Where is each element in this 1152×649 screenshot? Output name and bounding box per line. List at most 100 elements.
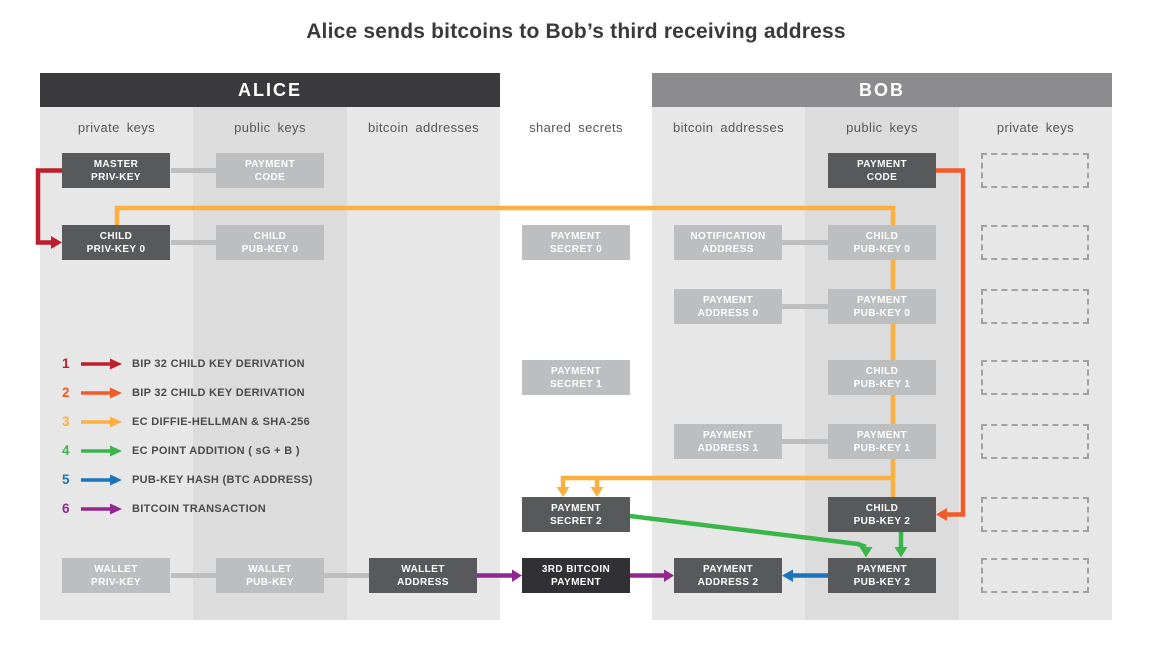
box-label: PAYMENT <box>856 294 908 306</box>
alice-column-label-bitcoin-addresses: bitcoin addresses <box>368 120 479 135</box>
box-label: PUB-KEY 1 <box>853 378 911 390</box>
dashed-private-key-placeholder <box>981 289 1089 324</box>
diagram-title: Alice sends bitcoins to Bob’s third rece… <box>306 20 846 43</box>
box-label: CHILD <box>99 230 133 242</box>
box-label: ADDRESS <box>397 576 449 588</box>
legend-label: BIP 32 CHILD KEY DERIVATION <box>132 386 305 399</box>
legend-item-2: 2 BIP 32 CHILD KEY DERIVATION <box>62 378 313 407</box>
box-label: 3RD BITCOIN <box>541 563 611 575</box>
legend: 1 BIP 32 CHILD KEY DERIVATION 2 BIP 32 C… <box>62 349 313 523</box>
bob-column-bg-private-keys <box>959 107 1112 620</box>
box-label: PAYMENT <box>550 230 602 242</box>
arrow-4-ec-point-addition <box>629 513 908 558</box>
box-label: SECRET 2 <box>549 515 603 527</box>
legend-item-1: 1 BIP 32 CHILD KEY DERIVATION <box>62 349 313 378</box>
dashed-private-key-placeholder <box>981 153 1089 188</box>
legend-label: BIP 32 CHILD KEY DERIVATION <box>132 357 305 370</box>
legend-item-3: 3 EC DIFFIE-HELLMAN & SHA-256 <box>62 407 313 436</box>
legend-number: 3 <box>62 414 70 429</box>
legend-label: BITCOIN TRANSACTION <box>132 502 267 515</box>
box-label: PUB-KEY 2 <box>853 515 911 527</box>
dashed-private-key-placeholder <box>981 497 1089 532</box>
legend-arrow-icon <box>80 358 122 370</box>
box-label: ADDRESS <box>702 243 754 255</box>
alice-column-bg-bitcoin-addresses <box>347 107 500 620</box>
box-label: CHILD <box>253 230 287 242</box>
dashed-private-key-placeholder <box>981 360 1089 395</box>
legend-label: PUB-KEY HASH (BTC ADDRESS) <box>132 473 313 486</box>
box-label: PUB-KEY 1 <box>853 442 911 454</box>
box-label: WALLET <box>401 563 445 575</box>
arrow-2-bip32-derivation-bob <box>936 168 966 521</box>
dashed-private-key-placeholder <box>981 558 1089 593</box>
arrow-1-bip32-derivation-alice <box>35 168 62 249</box>
box-label: WALLET <box>248 563 292 575</box>
alice-panel-header: ALICE <box>40 73 500 107</box>
arrow-6-bitcoin-transaction <box>477 569 674 582</box>
box-label: PAYMENT <box>702 563 754 575</box>
legend-number: 4 <box>62 443 70 458</box>
legend-label: EC POINT ADDITION ( sG + B ) <box>132 444 300 457</box>
box-label: PRIV-KEY <box>91 171 141 183</box>
box-label: ADDRESS 1 <box>697 442 759 454</box>
legend-item-6: 6 BITCOIN TRANSACTION <box>62 494 313 523</box>
legend-arrow-icon <box>80 503 122 515</box>
legend-item-4: 4 EC POINT ADDITION ( sG + B ) <box>62 436 313 465</box>
box-label: PAYMENT <box>702 294 754 306</box>
legend-label: EC DIFFIE-HELLMAN & SHA-256 <box>132 415 310 428</box>
dashed-private-key-placeholder <box>981 225 1089 260</box>
arrow-3-ecdh-sha256 <box>114 205 896 497</box>
box-label: PRIV-KEY <box>91 576 141 588</box>
box-label: SECRET 0 <box>549 243 603 255</box>
legend-number: 5 <box>62 472 70 487</box>
legend-item-5: 5 PUB-KEY HASH (BTC ADDRESS) <box>62 465 313 494</box>
box-label: NOTIFICATION <box>690 230 766 242</box>
legend-arrow-icon <box>80 445 122 457</box>
box-label: CHILD <box>865 230 899 242</box>
legend-number: 1 <box>62 356 70 371</box>
alice-column-bg-public-keys <box>193 107 347 620</box>
legend-arrow-icon <box>80 387 122 399</box>
box-label: PAYMENT <box>856 563 908 575</box>
shared-secrets-column-label: shared secrets <box>529 120 623 135</box>
box-label: PAYMENT <box>244 158 296 170</box>
box-label: PAYMENT <box>856 158 908 170</box>
box-label: CHILD <box>865 365 899 377</box>
box-label: ADDRESS 0 <box>697 307 759 319</box>
dashed-private-key-placeholder <box>981 424 1089 459</box>
box-label: PUB-KEY 2 <box>853 576 911 588</box>
bob-column-label-bitcoin-addresses: bitcoin addresses <box>673 120 784 135</box>
box-label: PUB-KEY <box>246 576 294 588</box>
legend-arrow-icon <box>80 474 122 486</box>
box-label: ADDRESS 2 <box>697 576 759 588</box>
box-label: SECRET 1 <box>549 378 603 390</box>
bob-column-label-private-keys: private keys <box>996 120 1075 135</box>
box-label: PAYMENT <box>702 429 754 441</box>
box-label: CODE <box>866 171 898 183</box>
box-label: PUB-KEY 0 <box>853 307 911 319</box>
box-label: PAYMENT <box>550 502 602 514</box>
box-label: CHILD <box>865 502 899 514</box>
bob-column-label-public-keys: public keys <box>846 120 918 135</box>
box-label: CODE <box>254 171 286 183</box>
